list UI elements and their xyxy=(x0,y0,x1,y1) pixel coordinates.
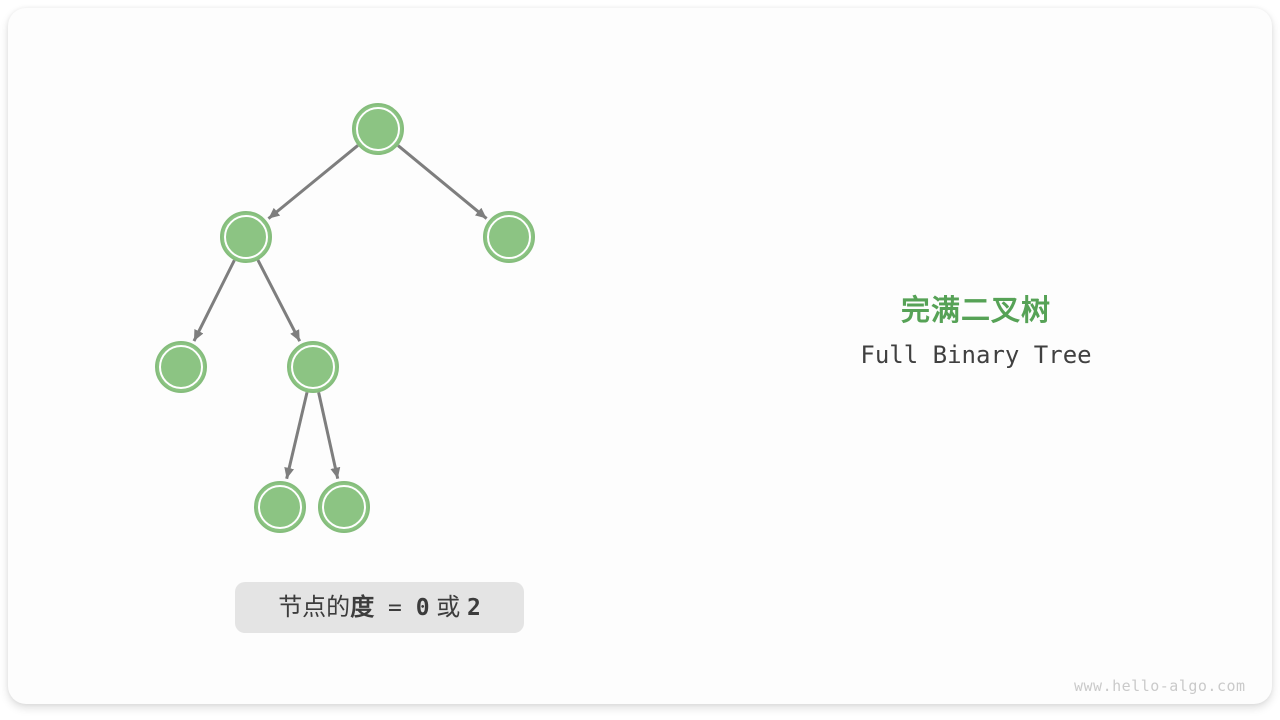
annotation-part: 节点的 xyxy=(278,594,351,621)
tree-node xyxy=(352,103,404,155)
annotation-part: 2 xyxy=(466,595,481,621)
tree-node-ring xyxy=(322,485,366,529)
tree-edge xyxy=(317,392,341,480)
tree-node-ring xyxy=(487,215,531,259)
tree-node xyxy=(483,211,535,263)
tree-node xyxy=(155,341,207,393)
tree-edges xyxy=(192,144,488,480)
annotation-part: 0 xyxy=(415,595,430,621)
tree-edge xyxy=(256,259,302,342)
tree-edge xyxy=(192,259,236,342)
annotation-box: 节点的度 = 0 或 2 xyxy=(235,582,524,633)
tree-node-ring xyxy=(356,107,400,151)
card-background xyxy=(8,8,1272,704)
tree-node-ring xyxy=(159,345,203,389)
tree-node-ring xyxy=(258,485,302,529)
tree-node xyxy=(220,211,272,263)
title-block: 完满二叉树 Full Binary Tree xyxy=(826,294,1126,370)
tree-edge xyxy=(284,391,309,480)
watermark: www.hello-algo.com xyxy=(1074,677,1246,695)
tree-edge xyxy=(267,144,359,220)
tree-node xyxy=(287,341,339,393)
tree-node-ring xyxy=(224,215,268,259)
tree-nodes xyxy=(155,103,535,533)
annotation-part: 度 xyxy=(350,594,375,621)
annotation-part: 或 xyxy=(429,594,467,621)
diagram-title-en: Full Binary Tree xyxy=(860,341,1092,369)
annotation-part: = xyxy=(374,595,416,621)
tree-node xyxy=(254,481,306,533)
diagram-title-zh: 完满二叉树 xyxy=(900,295,1051,327)
tree-node-ring xyxy=(291,345,335,389)
tree-node xyxy=(318,481,370,533)
tree-edge xyxy=(397,144,488,220)
